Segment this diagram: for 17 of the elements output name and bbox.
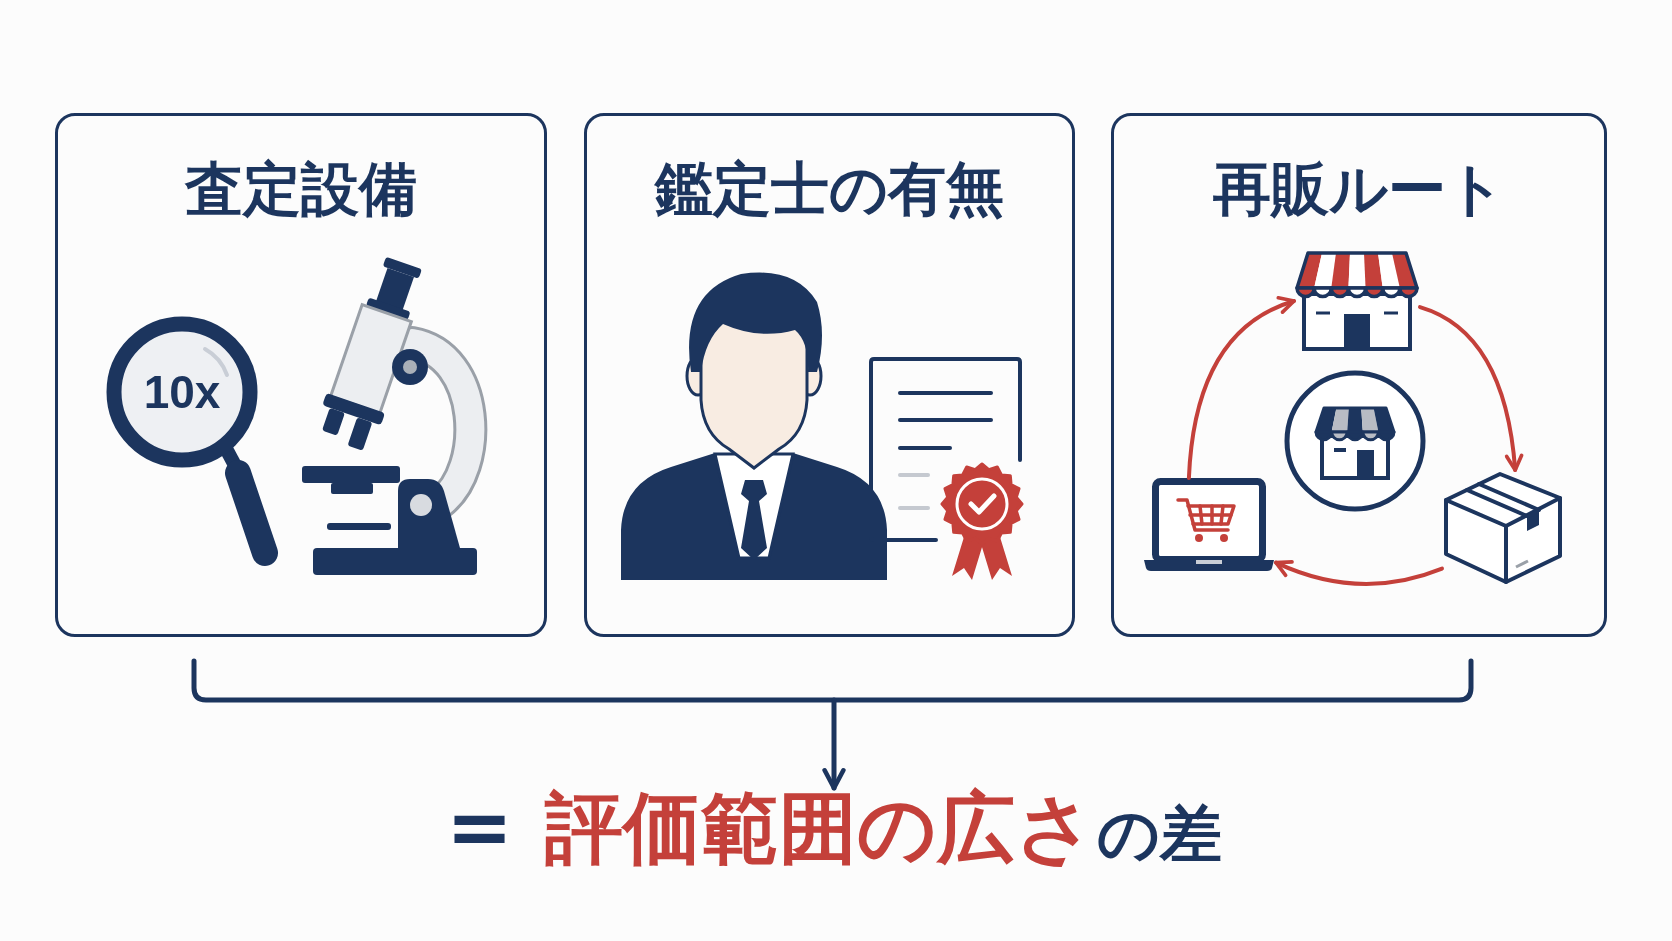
card-title: 査定設備 [185,156,417,223]
result-suffix-text: の差 [1097,803,1222,865]
result-highlight-text: 評価範囲の広さ [545,789,1095,867]
magnification-label: 10x [143,369,221,415]
down-arrow [822,697,846,791]
category-card [55,113,547,637]
category-card [584,113,1075,637]
card-title: 再販ルート [1213,156,1505,223]
card-title: 鑑定士の有無 [655,156,1004,223]
category-card [1111,113,1607,637]
laptop-cart-icon [1142,478,1276,572]
cycle-arrow [1274,559,1444,586]
equals-sign: = [446,788,513,868]
store-icon [1294,250,1420,352]
cardboard-box-icon [1442,470,1564,586]
cycle-arrow [1186,296,1296,480]
cycle-arrow [1418,305,1524,472]
